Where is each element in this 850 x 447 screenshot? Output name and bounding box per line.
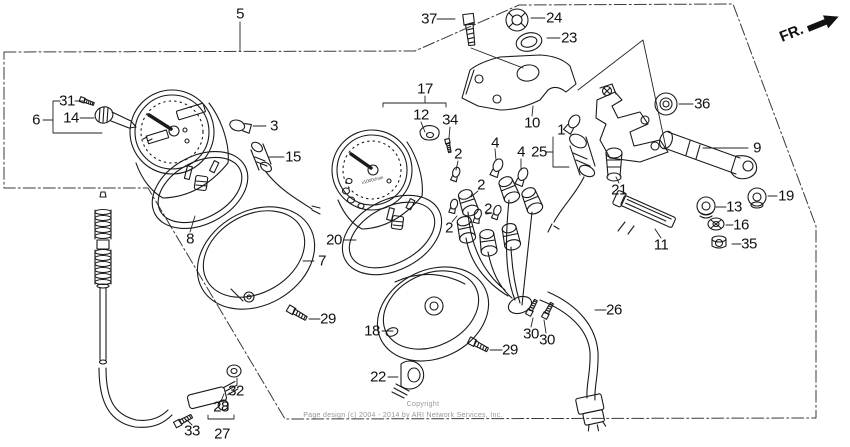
sensor-15 bbox=[250, 140, 320, 214]
part-callout-26: 26 bbox=[606, 301, 622, 319]
part-callout-28: 28 bbox=[213, 398, 229, 416]
callout-leader-lines bbox=[43, 18, 777, 425]
part-callout-2: 2 bbox=[484, 200, 492, 218]
part-callout-17: 17 bbox=[417, 80, 433, 98]
trip-knob-14 bbox=[93, 104, 136, 128]
watermark-line1: Copyright bbox=[406, 401, 440, 408]
part-callout-4: 4 bbox=[517, 143, 525, 161]
part-callout-35: 35 bbox=[741, 235, 757, 253]
part-callout-4: 4 bbox=[491, 134, 499, 152]
part-callout-15: 15 bbox=[285, 148, 301, 166]
part-callout-9: 9 bbox=[753, 139, 761, 157]
wire-harness-26 bbox=[454, 173, 608, 434]
part-callout-29: 29 bbox=[502, 341, 518, 359]
fr-label: FR. bbox=[777, 21, 806, 46]
part-callout-12: 12 bbox=[413, 106, 429, 124]
part-callout-2: 2 bbox=[445, 219, 453, 237]
part-callout-32: 32 bbox=[228, 382, 244, 400]
meter-bracket-10 bbox=[462, 9, 576, 110]
part-callout-24: 24 bbox=[546, 9, 562, 27]
cable-clamp-22 bbox=[392, 361, 424, 398]
part-callout-34: 34 bbox=[442, 111, 458, 129]
part-callout-21: 21 bbox=[611, 181, 627, 199]
meter-lower-case-18 bbox=[362, 249, 505, 379]
speedometer-assembly bbox=[130, 90, 261, 244]
part-callout-29: 29 bbox=[320, 310, 336, 328]
fr-arrow-icon bbox=[806, 15, 839, 32]
mounting-screws bbox=[78, 12, 555, 429]
part-callout-1: 1 bbox=[557, 121, 565, 139]
part-callout-16: 16 bbox=[733, 216, 749, 234]
part-callout-36: 36 bbox=[694, 95, 710, 113]
part-callout-30: 30 bbox=[523, 325, 539, 343]
part-callout-30: 30 bbox=[539, 331, 555, 349]
part-callout-25: 25 bbox=[531, 143, 547, 161]
part-callout-27: 27 bbox=[214, 425, 230, 443]
part-callout-31: 31 bbox=[59, 92, 75, 110]
tach-face-text: x1000r/min bbox=[361, 175, 384, 185]
meter-lower-case-7 bbox=[179, 186, 333, 329]
part-callout-33: 33 bbox=[184, 422, 200, 440]
part-callout-8: 8 bbox=[186, 230, 194, 248]
part-callout-37: 37 bbox=[421, 10, 437, 28]
part-callout-5: 5 bbox=[236, 5, 244, 23]
part-callout-3: 3 bbox=[270, 117, 278, 135]
part-callout-22: 22 bbox=[370, 368, 386, 386]
part-callout-10: 10 bbox=[524, 114, 540, 132]
part-callout-7: 7 bbox=[318, 252, 326, 270]
fr-indicator: FR. bbox=[777, 15, 839, 46]
part-callout-13: 13 bbox=[726, 198, 742, 216]
bulb-socket-25 bbox=[548, 131, 596, 232]
part-callout-19: 19 bbox=[778, 187, 794, 205]
part-callout-14: 14 bbox=[63, 109, 79, 127]
sensor-bracket-assembly bbox=[596, 84, 766, 248]
part-callout-2: 2 bbox=[477, 176, 485, 194]
tachometer-assembly: x1000r/min bbox=[329, 126, 453, 291]
part-callout-6: 6 bbox=[32, 111, 40, 129]
part-callout-11: 11 bbox=[653, 236, 669, 254]
assembly-border-outline bbox=[4, 4, 816, 419]
watermark-line2: Page design (c) 2004 - 2014 by ARI Netwo… bbox=[303, 412, 503, 419]
part-callout-18: 18 bbox=[364, 322, 380, 340]
speedometer-cable bbox=[95, 192, 242, 427]
part-callout-23: 23 bbox=[561, 29, 577, 47]
part-callout-2: 2 bbox=[454, 145, 462, 163]
part-callout-20: 20 bbox=[326, 231, 342, 249]
